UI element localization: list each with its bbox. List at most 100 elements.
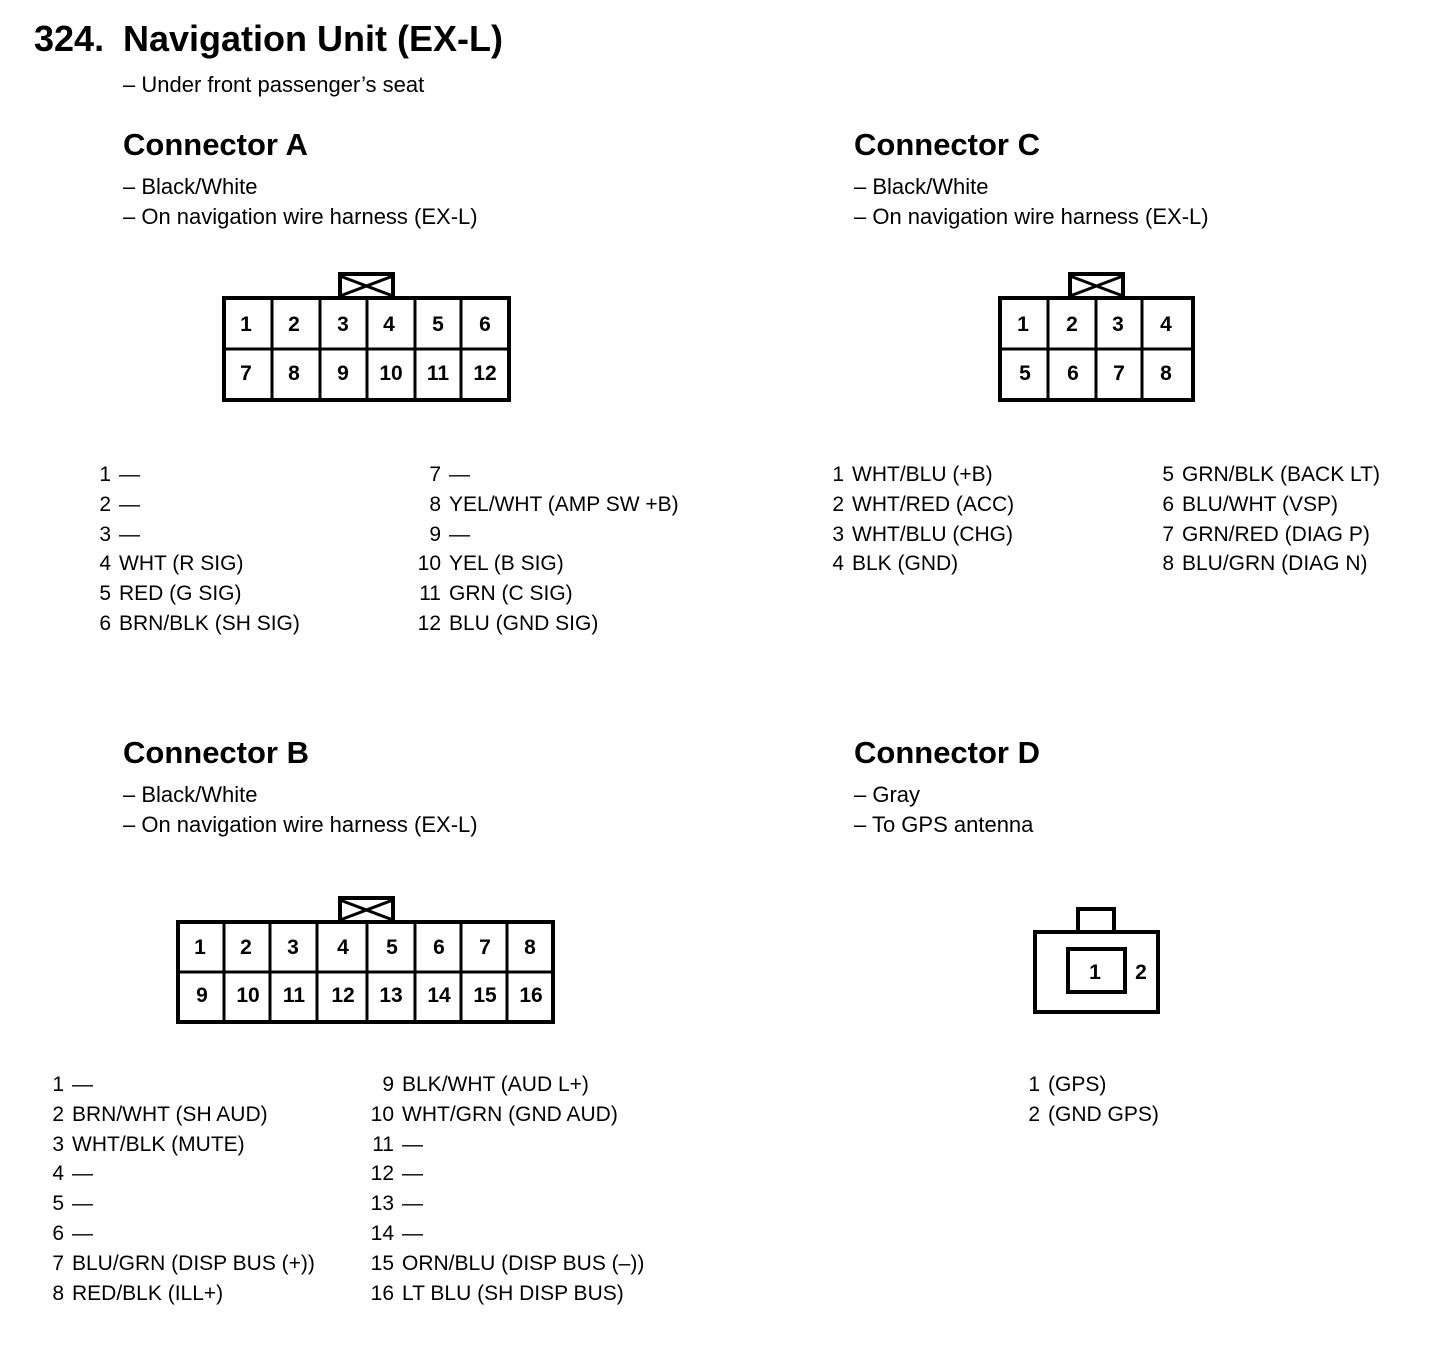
pin-row: 8 RED/BLK (ILL+) bbox=[46, 1279, 315, 1309]
wire-description: ORN/BLU (DISP BUS (–)) bbox=[402, 1251, 645, 1275]
wire-description: RED (G SIG) bbox=[119, 582, 242, 606]
pin-number: 2 bbox=[52, 1102, 64, 1126]
wire-description: — bbox=[72, 1162, 93, 1186]
wire-description: — bbox=[119, 492, 140, 516]
wire-description: YEL (B SIG) bbox=[449, 552, 564, 576]
wire-description: WHT/BLU (CHG) bbox=[852, 522, 1013, 546]
connector-b-cavity: 12 bbox=[331, 984, 354, 1007]
connector-c-heading: Connector C bbox=[854, 127, 1040, 162]
pin-number: 2 bbox=[832, 492, 844, 516]
connector-b-heading: Connector B bbox=[123, 735, 309, 770]
connector-a-cavity: 9 bbox=[337, 362, 349, 385]
pin-number: 3 bbox=[832, 522, 844, 546]
pin-number: 2 bbox=[1028, 1102, 1040, 1126]
wire-description: RED/BLK (ILL+) bbox=[72, 1281, 224, 1305]
connector-c-cavity: 3 bbox=[1112, 313, 1124, 336]
component-location: – Under front passenger’s seat bbox=[123, 72, 425, 97]
pin-row: 5 RED (G SIG) bbox=[93, 579, 300, 609]
connector-d-cavity-labels: 1 2 bbox=[1089, 961, 1147, 984]
pin-number: 5 bbox=[1162, 463, 1174, 486]
wire-description: — bbox=[72, 1192, 93, 1216]
connector-a-location: – On navigation wire harness (EX-L) bbox=[123, 204, 478, 229]
wire-description: GRN/RED (DIAG P) bbox=[1182, 522, 1370, 546]
page-number: 324. bbox=[34, 18, 105, 59]
pin-number: 1 bbox=[832, 463, 844, 486]
connector-c-cavity: 2 bbox=[1066, 313, 1078, 336]
pin-row: 2(GND GPS) bbox=[1022, 1100, 1159, 1130]
pin-row: 12— bbox=[368, 1159, 644, 1189]
pin-number: 6 bbox=[1162, 492, 1174, 516]
wire-description: — bbox=[72, 1221, 93, 1245]
connector-d-heading: Connector D bbox=[854, 735, 1040, 770]
connector-a-face bbox=[222, 272, 511, 402]
pin-number: 12 bbox=[417, 611, 441, 635]
wire-description: BLU/GRN (DIAG N) bbox=[1182, 552, 1368, 576]
connector-c-cavity: 6 bbox=[1067, 362, 1079, 385]
wire-description: BRN/BLK (SH SIG) bbox=[119, 611, 300, 635]
pin-number: 8 bbox=[429, 492, 441, 516]
connector-d-pin-list: 1(GPS)2(GND GPS) bbox=[1022, 1070, 1159, 1130]
connector-d-housing bbox=[1033, 930, 1160, 1014]
wire-description: — bbox=[402, 1162, 423, 1186]
pin-number: 2 bbox=[99, 492, 111, 516]
wire-description: — bbox=[449, 463, 470, 486]
wire-description: (GPS) bbox=[1048, 1073, 1107, 1096]
pin-number: 10 bbox=[417, 552, 441, 576]
connector-a-lock-mark bbox=[339, 274, 394, 298]
pin-number: 4 bbox=[52, 1162, 64, 1186]
wire-description: — bbox=[119, 522, 140, 546]
connector-b-cavity: 4 bbox=[337, 936, 349, 959]
connector-d-cavity: 2 bbox=[1135, 961, 1147, 984]
connector-a-cavity: 2 bbox=[288, 313, 300, 336]
connector-c-cavity: 4 bbox=[1160, 313, 1172, 336]
page-title: 324. Navigation Unit (EX-L) bbox=[34, 18, 503, 60]
connector-a-heading: Connector A bbox=[123, 127, 308, 162]
connector-a-cavity: 11 bbox=[427, 362, 450, 385]
pin-number: 3 bbox=[52, 1132, 64, 1156]
connector-c-cavity-labels: 1 2 3 4 5 6 7 8 bbox=[1017, 313, 1172, 385]
wire-description: BLK/WHT (AUD L+) bbox=[402, 1073, 589, 1096]
connector-c-color: – Black/White bbox=[854, 174, 989, 199]
connector-a-cavity: 6 bbox=[479, 313, 491, 336]
connector-b-cavity: 10 bbox=[236, 984, 259, 1007]
connector-b-color: – Black/White bbox=[123, 782, 258, 807]
connector-b-cavity: 15 bbox=[473, 984, 497, 1007]
component-name: Navigation Unit (EX-L) bbox=[123, 18, 503, 59]
pin-number: 7 bbox=[429, 463, 441, 486]
pin-number: 5 bbox=[52, 1192, 64, 1216]
connector-b-cavity: 9 bbox=[196, 984, 208, 1007]
wire-description: — bbox=[402, 1221, 423, 1245]
connector-b-cavity: 8 bbox=[524, 936, 536, 959]
pin-number: 3 bbox=[99, 522, 111, 546]
pin-number: 4 bbox=[99, 552, 111, 576]
connector-c-cavity: 1 bbox=[1017, 313, 1029, 336]
wire-description: LT BLU (SH DISP BUS) bbox=[402, 1281, 624, 1305]
wire-description: BRN/WHT (SH AUD) bbox=[72, 1102, 268, 1126]
connector-c-face bbox=[998, 272, 1195, 402]
pin-number: 8 bbox=[52, 1281, 64, 1305]
pin-number: 8 bbox=[1162, 552, 1174, 576]
pin-row: 1— bbox=[93, 460, 300, 490]
pin-row: 9— bbox=[415, 520, 679, 550]
pin-row: 4— bbox=[46, 1159, 315, 1189]
connector-b-face bbox=[176, 896, 555, 1024]
pin-row: 2— bbox=[93, 490, 300, 520]
pin-row: 1— bbox=[46, 1070, 315, 1100]
pin-number: 6 bbox=[52, 1221, 64, 1245]
pin-number: 5 bbox=[99, 582, 111, 606]
pin-number: 11 bbox=[372, 1132, 394, 1156]
connector-a-cavity: 10 bbox=[379, 362, 402, 385]
wire-description: WHT/RED (ACC) bbox=[852, 492, 1015, 516]
